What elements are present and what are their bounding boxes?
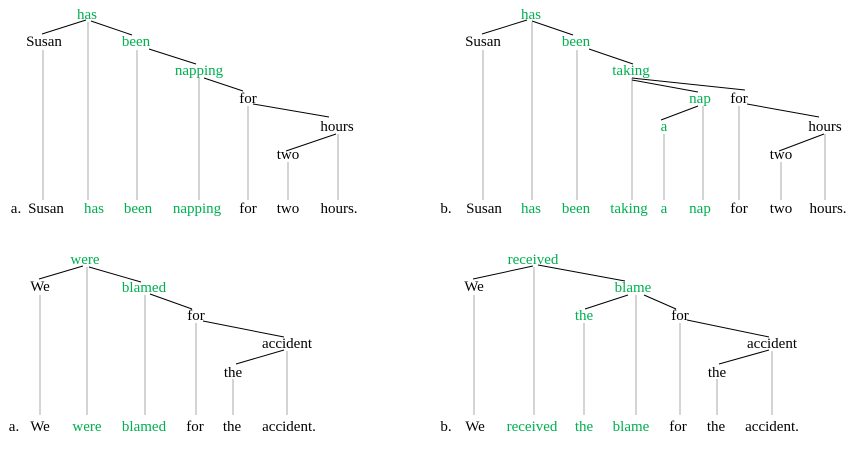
tree-node-word: hours [320, 119, 354, 135]
dependency-edge [686, 319, 770, 338]
sentence-word: taking [610, 201, 648, 217]
sentence-word: received [506, 419, 558, 435]
dependency-edge [202, 320, 285, 338]
tree-node-word: We [30, 279, 50, 295]
tree-node-word: two [769, 147, 793, 163]
tree-node-word: been [121, 34, 151, 50]
dependency-edge [481, 19, 528, 35]
sentence-word: for [186, 419, 204, 435]
dependency-edge [631, 79, 699, 93]
panel-label: b. [440, 419, 452, 435]
dependency-edge [778, 133, 825, 152]
dependency-edge [88, 266, 142, 283]
dependency-edge [285, 133, 337, 152]
dependency-edge [148, 48, 197, 65]
dependency-edge [90, 20, 133, 36]
tree-node-word: Susan [465, 34, 501, 50]
dependency-edge [38, 265, 84, 280]
dependency-edge [531, 20, 574, 36]
tree-node-word: were [70, 252, 100, 268]
tree-node-word: taking [612, 63, 650, 79]
sentence-word: nap [689, 201, 711, 217]
dependency-edge [584, 294, 629, 310]
panel-label: a. [8, 419, 20, 435]
sentence-word: Susan [466, 201, 502, 217]
sentence-word: Susan [28, 201, 64, 217]
tree-node-word: been [561, 34, 591, 50]
sentence-word: two [276, 201, 300, 217]
tree-node-word: napping [174, 63, 224, 79]
tree-node-word: We [464, 279, 484, 295]
sentence-word: blame [612, 419, 650, 435]
sentence-word: a [660, 201, 668, 217]
tree-node-word: for [730, 91, 748, 107]
sentence-word: the [222, 419, 242, 435]
sentence-word: were [72, 419, 102, 435]
sentence-word: We [30, 419, 50, 435]
sentence-word: for [239, 201, 257, 217]
tree-node-word: has [521, 7, 541, 23]
tree-node-word: the [223, 365, 243, 381]
sentence-word: accident. [262, 419, 316, 435]
tree-node-word: accident [262, 336, 312, 352]
sentence-word: has [84, 201, 104, 217]
tree-node-word: the [707, 365, 727, 381]
tree-node-word: accident [747, 336, 797, 352]
sentence-word: blamed [121, 419, 167, 435]
dependency-edge [660, 105, 699, 121]
sentence-word: napping [172, 201, 222, 217]
tree-node-word: a [660, 119, 668, 135]
sentence-word: for [730, 201, 748, 217]
dependency-edge [235, 349, 285, 365]
sentence-word: accident. [745, 419, 799, 435]
dependency-edge [41, 19, 87, 35]
panel-label: a. [10, 201, 22, 217]
tree-node-word: has [77, 7, 97, 23]
sentence-word: been [561, 201, 591, 217]
sentence-word: hours. [809, 201, 847, 217]
dependency-edge [203, 77, 244, 92]
sentence-word: the [706, 419, 726, 435]
tree-node-word: the [574, 308, 594, 324]
tree-node-word: nap [689, 91, 711, 107]
sentence-word: has [521, 201, 541, 217]
tree-node-word: received [507, 252, 559, 268]
tree-node-word: for [187, 308, 205, 324]
dependency-edge [588, 48, 634, 65]
dependency-edge [537, 264, 626, 282]
dependency-edge [149, 293, 193, 310]
dependency-edge [472, 265, 534, 280]
sentence-word: the [574, 419, 594, 435]
tree-node-word: blame [614, 280, 652, 296]
sentence-word: We [465, 419, 485, 435]
sentence-word: for [669, 419, 687, 435]
dependency-edge [252, 103, 330, 118]
sentence-word: two [769, 201, 793, 217]
dependency-edge [643, 294, 677, 310]
tree-node-word: hours [808, 119, 842, 135]
sentence-word: hours. [320, 201, 358, 217]
tree-node-word: for [671, 308, 689, 324]
tree-node-word: Susan [26, 34, 62, 50]
panel-label: b. [440, 201, 452, 217]
tree-node-word: two [276, 147, 300, 163]
sentence-word: been [123, 201, 153, 217]
dependency-edge [631, 77, 746, 91]
dependency-edge [718, 349, 770, 365]
tree-node-word: for [239, 91, 257, 107]
dependency-edge [746, 103, 820, 118]
tree-node-word: blamed [121, 280, 167, 296]
